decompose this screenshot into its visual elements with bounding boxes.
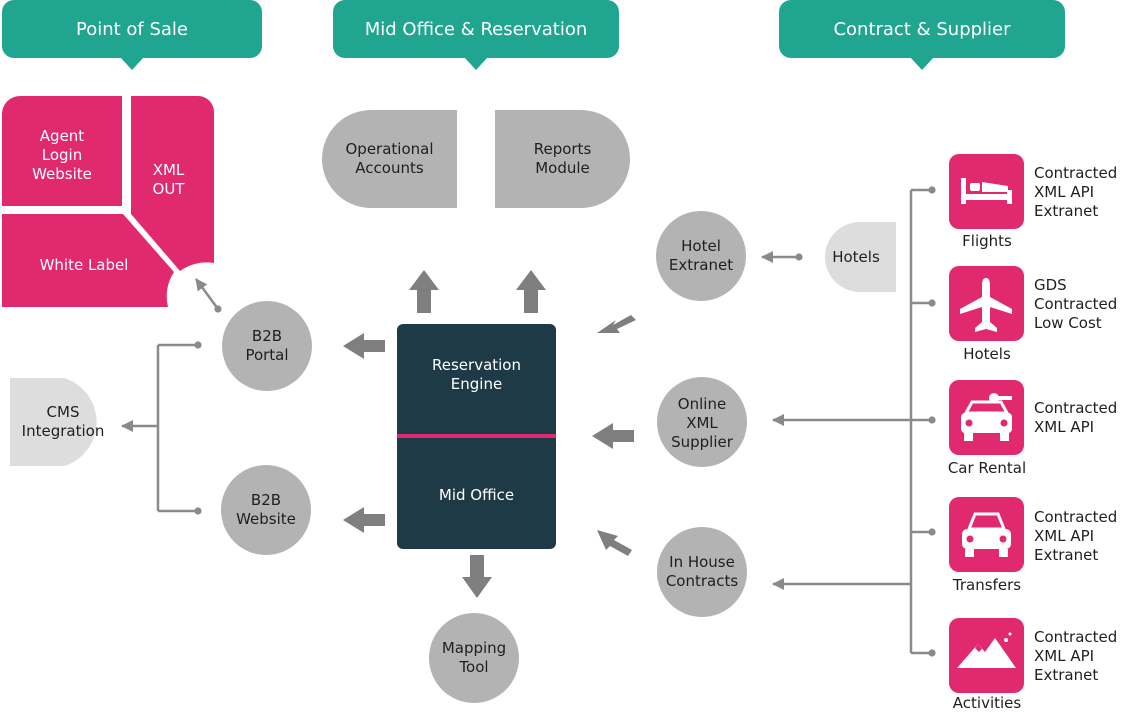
agent-login-website-label: Agent Login Website [32, 126, 92, 183]
header-mid-office-reservation: Mid Office & Reservation [364, 18, 588, 40]
cms-integration-node [10, 378, 97, 466]
arrow-diag-inhouse [597, 530, 632, 556]
supplier-desc-activities: Contracted XML API Extranet [1034, 627, 1118, 684]
hotel-extranet-label: Hotel Extranet [668, 237, 734, 274]
connector-lines [121, 186, 936, 657]
hotel-extranet-node [656, 211, 746, 301]
xml-out-label: XML OUT [152, 161, 185, 198]
supplier-tile-activities [949, 618, 1024, 693]
supplier-caption-flights: Flights [962, 231, 1012, 250]
cms-integration-label: CMS Integration [21, 403, 105, 440]
reports-module-block [495, 110, 630, 208]
supplier-desc-flights: Contracted XML API Extranet [1034, 163, 1118, 220]
supplier-desc-transfers: Contracted XML API Extranet [1034, 507, 1118, 564]
mid-office-label: Mid Office [438, 485, 515, 504]
mapping-tool-node [429, 613, 519, 703]
white-label-tile [2, 214, 174, 307]
b2b-portal-label: B2B Portal [245, 327, 289, 364]
header-contract-supplier-banner [779, 0, 1065, 70]
white-label-label: White Label [39, 255, 129, 274]
b2b-portal-node [222, 301, 312, 391]
arrow-diag-extranet [597, 315, 636, 333]
supplier-tile-car-rental [949, 380, 1024, 455]
mapping-tool-label: Mapping Tool [441, 639, 507, 676]
header-point-of-sale-banner [2, 0, 262, 70]
reports-module-label: Reports Module [533, 140, 592, 177]
online-xml-supplier-node [657, 377, 747, 467]
engine-divider-line [397, 434, 556, 438]
supplier-caption-hotels: Hotels [963, 344, 1011, 363]
xml-out-tile [131, 96, 214, 271]
airplane-icon [960, 278, 1012, 332]
b2b-website-label: B2B Website [236, 491, 296, 528]
operational-accounts-block [322, 110, 457, 208]
header-contract-supplier: Contract & Supplier [833, 18, 1011, 40]
agent-login-tile [2, 96, 122, 206]
mountain-icon [957, 632, 1016, 668]
hotels-tab-node [825, 222, 896, 292]
supplier-tile-hotels [949, 266, 1024, 341]
online-xml-supplier-label: Online XML Supplier [671, 394, 733, 451]
header-mid-office-banner [333, 0, 619, 70]
operational-accounts-label: Operational Accounts [345, 140, 434, 177]
b2b-website-node [221, 465, 311, 555]
supplier-tile-flights [949, 154, 1024, 229]
arrow-left-website [343, 507, 385, 533]
header-point-of-sale: Point of Sale [75, 18, 189, 40]
in-house-contracts-label: In House Contracts [665, 553, 739, 590]
hotels-tab-label: Hotels [832, 247, 880, 266]
arrow-down-mapping [462, 555, 492, 598]
supplier-desc-hotels: GDS Contracted Low Cost [1034, 275, 1118, 332]
in-house-contracts-node [657, 527, 747, 617]
arrow-up-left [409, 270, 439, 313]
supplier-tile-transfers [949, 497, 1024, 572]
supplier-desc-car-rental: Contracted XML API [1034, 399, 1118, 436]
arrow-left-portal [343, 333, 385, 359]
car-icon [962, 512, 1011, 557]
block-arrows [343, 270, 636, 598]
arrow-left-online [592, 423, 634, 449]
supplier-caption-activities: Activities [952, 693, 1022, 712]
supplier-caption-car-rental: Car Rental [947, 458, 1027, 477]
bed-icon [961, 178, 1012, 204]
car-key-icon [961, 393, 1012, 441]
arrow-up-right [516, 270, 546, 313]
reservation-engine-label: Reservation Engine [432, 356, 521, 393]
supplier-caption-transfers: Transfers [952, 575, 1022, 594]
